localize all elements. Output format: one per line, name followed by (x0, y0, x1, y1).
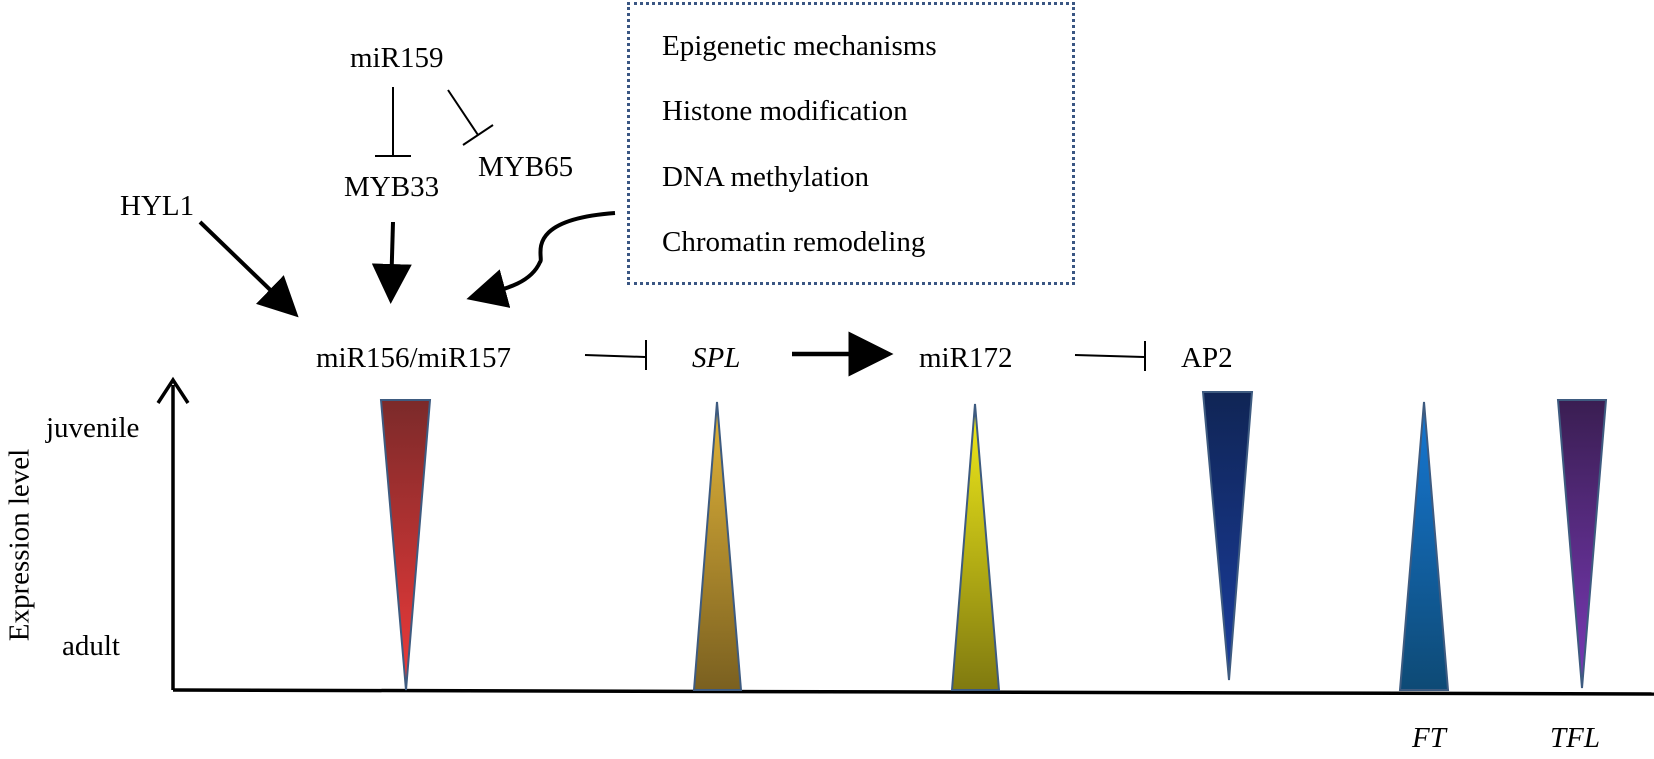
adult-label: adult (62, 630, 120, 662)
juvenile-label: juvenile (46, 412, 140, 444)
mir156-mir157-label: miR156/miR157 (316, 342, 511, 374)
mir159-to-myb65-inhibition (447, 89, 479, 136)
myb33-to-mir156-arrow (371, 221, 412, 304)
tfl-label: TFL (1550, 722, 1600, 754)
ft-label: FT (1412, 722, 1446, 754)
mir159-to-myb65-bar (462, 124, 494, 146)
mir172-to-ap2-inhibition (1074, 354, 1145, 358)
y-axis-label: Expression level (3, 448, 36, 642)
hyl1-to-mir156-arrow (198, 220, 299, 318)
epigenetic-item: Histone modification (662, 95, 908, 127)
epigenetic-item: Epigenetic mechanisms (662, 30, 937, 62)
ap2-expression-triangle (1201, 391, 1254, 681)
spl-expression-triangle (692, 401, 743, 691)
myb65-label: MYB65 (478, 151, 574, 183)
tfl-expression-triangle (1556, 399, 1608, 689)
epigenetic-item: Chromatin remodeling (662, 226, 926, 258)
epigenetic-item: DNA methylation (662, 161, 870, 193)
epigenetic-to-mir156-arrow (466, 211, 616, 308)
spl-label: SPL (692, 342, 741, 374)
epigenetic-mechanisms-box: Epigenetic mechanisms Histone modificati… (627, 2, 1075, 285)
ft-expression-triangle (1398, 401, 1450, 691)
mir156-to-spl-inhibition (584, 354, 646, 358)
mir172-label: miR172 (919, 342, 1013, 374)
mir156-expression-triangle (379, 399, 432, 691)
x-axis-line (172, 688, 1654, 696)
myb33-label: MYB33 (344, 171, 440, 203)
y-axis-arrowhead (156, 376, 190, 404)
mir172-expression-triangle (950, 403, 1001, 691)
ap2-label: AP2 (1181, 342, 1233, 374)
hyl1-label: HYL1 (120, 190, 195, 222)
mir159-label: miR159 (350, 42, 444, 74)
